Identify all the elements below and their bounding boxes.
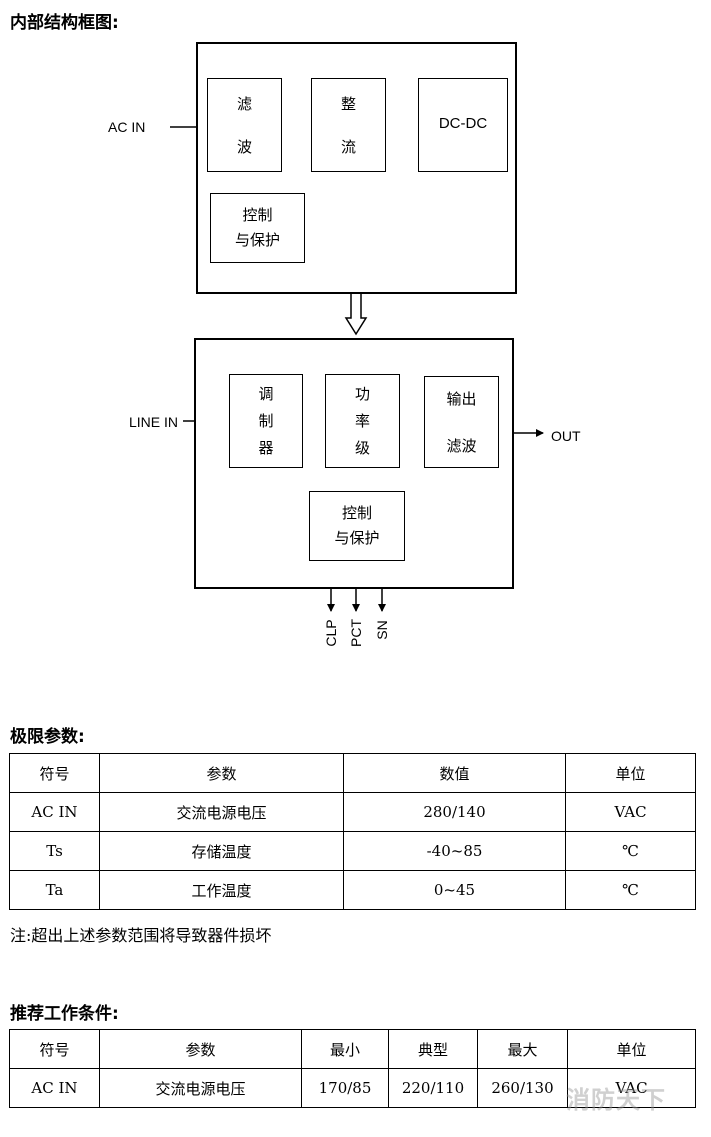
modulator-text-1: 调 bbox=[258, 384, 274, 403]
bottom-control-text-2: 与保护 bbox=[334, 529, 380, 547]
recommended-header-cell: 典型 bbox=[388, 1029, 478, 1069]
ac-in-label: AC IN bbox=[108, 119, 146, 135]
rectifier-text-2: 流 bbox=[340, 138, 356, 156]
table-row: Ts 存储温度 -40~85 ℃ bbox=[9, 831, 696, 871]
rectifier-box: 整 流 bbox=[311, 78, 386, 172]
table-row: Ta 工作温度 0~45 ℃ bbox=[9, 870, 696, 910]
filter-text-1: 滤 bbox=[236, 95, 252, 113]
recommended-header-cell: 参数 bbox=[99, 1029, 302, 1069]
limits-header-cell: 数值 bbox=[343, 753, 566, 793]
output-filter-box: 输出 滤波 bbox=[424, 376, 499, 468]
block-connection-hollow-arrow bbox=[344, 293, 368, 336]
recommended-header-row: 符号 参数 最小 典型 最大 单位 bbox=[9, 1029, 696, 1069]
bottom-control-box: 控制 与保护 bbox=[309, 491, 405, 561]
pct-pin-label: PCT bbox=[348, 619, 364, 647]
table-cell: 280/140 bbox=[343, 792, 566, 832]
limits-header-cell: 参数 bbox=[99, 753, 344, 793]
bottom-control-text-1: 控制 bbox=[341, 504, 372, 522]
modulator-box: 调 制 器 bbox=[229, 374, 303, 468]
limits-note: 注:超出上述参数范围将导致器件损坏 bbox=[10, 926, 272, 945]
limits-header-cell: 单位 bbox=[565, 753, 696, 793]
out-label: OUT bbox=[551, 428, 581, 444]
output-filter-text-2: 滤波 bbox=[446, 437, 477, 455]
table-cell: VAC bbox=[567, 1068, 696, 1108]
table-row: AC IN 交流电源电压 280/140 VAC bbox=[9, 792, 696, 832]
limits-header-cell: 符号 bbox=[9, 753, 100, 793]
limits-header-row: 符号 参数 数值 单位 bbox=[9, 753, 696, 793]
top-control-text-2: 与保护 bbox=[234, 231, 280, 249]
output-filter-text-1: 输出 bbox=[446, 390, 477, 408]
sn-pin-label: SN bbox=[374, 620, 390, 640]
table-cell: Ta bbox=[9, 870, 100, 910]
table-cell: ℃ bbox=[565, 831, 696, 871]
table-cell: 工作温度 bbox=[99, 870, 344, 910]
recommended-header-cell: 单位 bbox=[567, 1029, 696, 1069]
clp-pin-label: CLP bbox=[323, 619, 339, 647]
limits-table: 符号 参数 数值 单位 AC IN 交流电源电压 280/140 VAC Ts … bbox=[9, 753, 696, 910]
power-stage-box: 功 率 级 bbox=[325, 374, 400, 468]
recommended-table: 符号 参数 最小 典型 最大 单位 AC IN 交流电源电压 170/85 22… bbox=[9, 1029, 696, 1108]
top-control-box: 控制 与保护 bbox=[210, 193, 305, 263]
modulator-text-2: 制 bbox=[258, 411, 274, 430]
recommended-header-cell: 最大 bbox=[477, 1029, 568, 1069]
table-cell: VAC bbox=[565, 792, 696, 832]
top-control-text-1: 控制 bbox=[242, 206, 273, 224]
table-cell: 存储温度 bbox=[99, 831, 344, 871]
recommended-title: 推荐工作条件: bbox=[10, 1004, 119, 1024]
table-cell: 220/110 bbox=[388, 1068, 478, 1108]
table-cell: -40~85 bbox=[343, 831, 566, 871]
dcdc-box: DC-DC bbox=[418, 78, 508, 172]
table-row: AC IN 交流电源电压 170/85 220/110 260/130 VAC bbox=[9, 1068, 696, 1108]
table-cell: 交流电源电压 bbox=[99, 1068, 302, 1108]
limits-title: 极限参数: bbox=[10, 727, 85, 747]
diagram-title: 内部结构框图: bbox=[10, 13, 119, 33]
table-cell: 0~45 bbox=[343, 870, 566, 910]
filter-text-2: 波 bbox=[236, 138, 252, 156]
line-in-label: LINE IN bbox=[129, 414, 179, 430]
table-cell: Ts bbox=[9, 831, 100, 871]
watermark: 消防天下 bbox=[566, 1086, 666, 1114]
table-cell: AC IN bbox=[9, 1068, 100, 1108]
power-stage-text-3: 级 bbox=[354, 438, 370, 457]
power-stage-text-1: 功 bbox=[354, 384, 370, 403]
filter-box: 滤 波 bbox=[207, 78, 282, 172]
rectifier-text-1: 整 bbox=[340, 95, 356, 113]
dcdc-text: DC-DC bbox=[438, 115, 488, 132]
table-cell: AC IN bbox=[9, 792, 100, 832]
power-stage-text-2: 率 bbox=[354, 411, 370, 430]
modulator-text-3: 器 bbox=[258, 438, 274, 457]
recommended-header-cell: 最小 bbox=[301, 1029, 389, 1069]
table-cell: 260/130 bbox=[477, 1068, 568, 1108]
recommended-header-cell: 符号 bbox=[9, 1029, 100, 1069]
table-cell: 170/85 bbox=[301, 1068, 389, 1108]
table-cell: ℃ bbox=[565, 870, 696, 910]
table-cell: 交流电源电压 bbox=[99, 792, 344, 832]
